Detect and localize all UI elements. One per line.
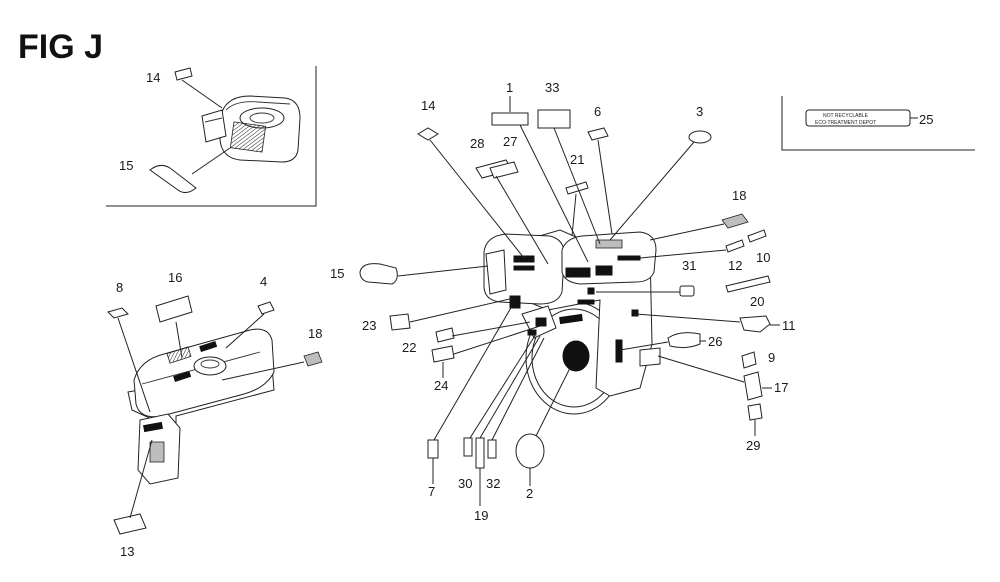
fuel-cap — [193, 356, 227, 376]
label-24 — [431, 345, 455, 363]
label-15 — [359, 263, 398, 285]
engine-group: 14 1 33 6 3 28 27 21 18 12 10 20 31 11 2… — [330, 80, 796, 523]
callout-14: 14 — [421, 98, 435, 113]
callout-32: 32 — [486, 476, 500, 491]
callout-30: 30 — [458, 476, 472, 491]
callout-15: 15 — [330, 266, 344, 281]
callout-23: 23 — [362, 318, 376, 333]
callout-27: 27 — [503, 134, 517, 149]
label-15-inset — [149, 164, 197, 194]
callout-21: 21 — [570, 152, 584, 167]
tank-label-area — [166, 346, 192, 364]
inset-frame-right — [781, 96, 975, 151]
inset-label-25: NOT RECYCLABLE ECO-TREATMENT DEPOT 25 — [781, 96, 975, 151]
label-14 — [417, 127, 439, 141]
callout-20: 20 — [750, 294, 764, 309]
callout-10: 10 — [756, 250, 770, 265]
callout-19: 19 — [474, 508, 488, 523]
label-3 — [688, 130, 712, 144]
label-11 — [739, 315, 771, 333]
label-17 — [743, 371, 763, 401]
label-31 — [679, 285, 695, 297]
label-19 — [475, 437, 485, 469]
fuel-tank-group: 8 16 4 18 13 — [107, 270, 323, 559]
callout-2: 2 — [526, 486, 533, 501]
label-4 — [257, 301, 275, 315]
callout-33: 33 — [545, 80, 559, 95]
label-20 — [725, 275, 771, 293]
callout-1: 1 — [506, 80, 513, 95]
callout-25: 25 — [919, 112, 933, 127]
callout-12: 12 — [728, 258, 742, 273]
callout-15-inset: 15 — [119, 158, 133, 173]
label-13 — [113, 513, 147, 535]
callout-31: 31 — [682, 258, 696, 273]
label-6 — [587, 127, 609, 141]
air-cleaner-label-area — [229, 121, 267, 153]
label-7 — [427, 439, 439, 459]
label-21 — [565, 181, 589, 195]
callout-18-tank: 18 — [308, 326, 322, 341]
label-29 — [747, 403, 763, 421]
label-18 — [721, 213, 749, 229]
label-12 — [725, 239, 745, 253]
label-26 — [667, 332, 701, 349]
label-1 — [491, 112, 529, 126]
label-14-inset — [174, 67, 193, 81]
label-25-line2: ECO-TREATMENT DEPOT — [815, 120, 876, 126]
callout-22: 22 — [402, 340, 416, 355]
label-33 — [537, 109, 571, 129]
label-16 — [155, 295, 193, 323]
label-23 — [389, 313, 411, 331]
starter-hub — [562, 340, 590, 372]
callout-8: 8 — [116, 280, 123, 295]
callout-24: 24 — [434, 378, 448, 393]
label-10 — [747, 229, 767, 243]
callout-16: 16 — [168, 270, 182, 285]
label-32 — [487, 439, 497, 459]
callout-28: 28 — [470, 136, 484, 151]
callout-11: 11 — [782, 318, 796, 333]
callout-17: 17 — [774, 380, 788, 395]
label-30 — [463, 437, 473, 457]
inset-air-cleaner: 14 15 — [106, 66, 317, 207]
label-22 — [435, 327, 455, 343]
callout-6: 6 — [594, 104, 601, 119]
label-2 — [515, 433, 545, 469]
callout-3: 3 — [696, 104, 703, 119]
callout-26: 26 — [708, 334, 722, 349]
callout-18: 18 — [732, 188, 746, 203]
label-9 — [741, 351, 757, 369]
label-8 — [107, 307, 129, 319]
callout-29: 29 — [746, 438, 760, 453]
label-18-tank — [303, 351, 323, 367]
callout-14-inset: 14 — [146, 70, 160, 85]
callout-4: 4 — [260, 274, 267, 289]
callout-13: 13 — [120, 544, 134, 559]
callout-9: 9 — [768, 350, 775, 365]
callout-7: 7 — [428, 484, 435, 499]
air-cleaner-side-box — [201, 109, 227, 143]
figure-title: FIG J — [18, 28, 103, 66]
inset-frame — [106, 66, 317, 207]
label-25-line1: NOT RECYCLABLE — [823, 113, 869, 119]
